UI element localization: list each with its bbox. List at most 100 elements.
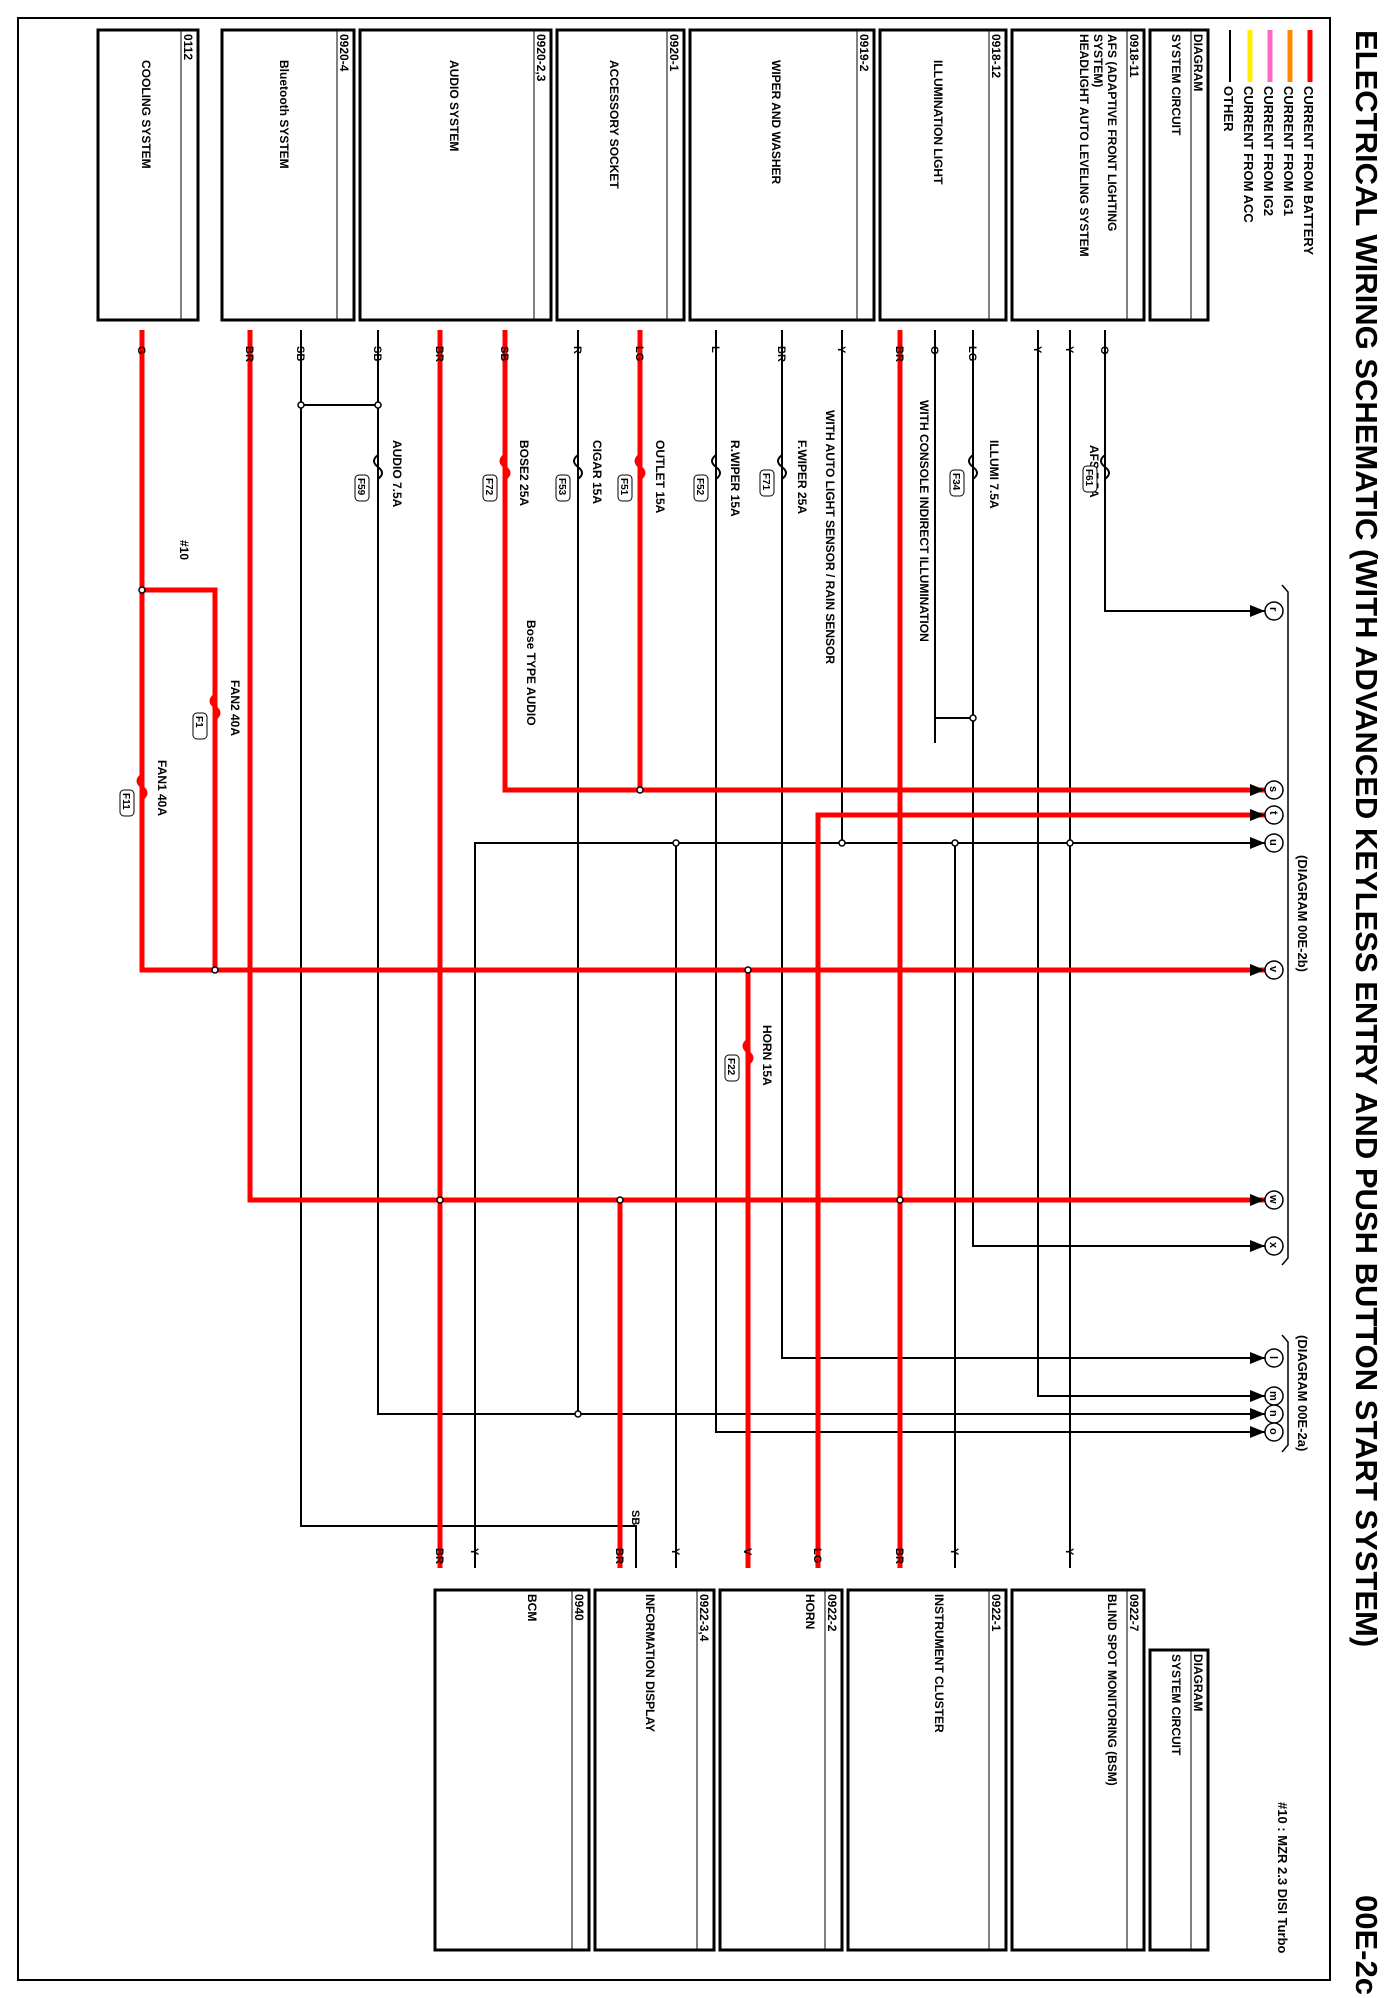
wire-y-afs-m (1037, 330, 1265, 1397)
left-box-afs-line1: AFS (ADAPTIVE FRONT LIGHTING (1105, 34, 1119, 231)
legend-label-ig2: CURRENT FROM IG2 (1261, 86, 1276, 216)
fuse-cigar: CIGAR 15A F53 (555, 440, 604, 504)
svg-text:BR: BR (433, 1548, 445, 1564)
svg-text:F53: F53 (556, 478, 567, 496)
svg-text:Y: Y (1063, 1548, 1075, 1556)
svg-text:F72: F72 (483, 478, 494, 496)
svg-text:SB: SB (629, 1510, 641, 1525)
right-box-horn: 0922-2 HORN (718, 1588, 844, 1952)
svg-text:LG: LG (811, 1548, 823, 1563)
left-box-wiper: 0919-2 WIPER AND WASHER (688, 28, 876, 322)
svg-text:0920-1: 0920-1 (667, 34, 681, 72)
group-label-2b: (DIAGRAM 00E-2b) (1295, 855, 1310, 972)
connector-r: r (1250, 601, 1284, 621)
svg-text:F71: F71 (760, 473, 771, 491)
svg-text:F34: F34 (950, 473, 961, 491)
connector-brackets (1281, 584, 1289, 1453)
svg-text:0922-1: 0922-1 (989, 1594, 1003, 1632)
svg-text:v: v (1267, 966, 1279, 973)
svg-text:LG: LG (633, 346, 645, 361)
fuse-audio: AUDIO 7.5A F59 (354, 440, 404, 508)
svg-text:F52: F52 (694, 478, 705, 496)
connector-v: v (1250, 960, 1284, 980)
svg-text:SYSTEM CIRCUIT: SYSTEM CIRCUIT (1169, 34, 1183, 136)
svg-text:BOSE2 25A: BOSE2 25A (517, 440, 531, 506)
svg-text:CIGAR 15A: CIGAR 15A (590, 440, 604, 504)
wire-labels-left: O Y Y LG O BR Y BR L LG R SB BR SB SB BR… (135, 346, 1110, 362)
svg-text:m: m (1267, 1391, 1279, 1401)
svg-text:n: n (1267, 1410, 1279, 1417)
svg-text:t: t (1267, 811, 1279, 815)
right-box-system-circuit: DIAGRAM SYSTEM CIRCUIT (1148, 1648, 1210, 1952)
footnote: #10 : MZR 2.3 DISI Turbo (1275, 1802, 1290, 1954)
wire-lg-horn (815, 812, 1265, 1568)
note-turbo-ref: #10 (177, 540, 191, 560)
svg-text:BR: BR (775, 346, 787, 362)
wire-sb-bt (300, 330, 637, 1568)
legend: CURRENT FROM BATTERY CURRENT FROM IG1 CU… (1221, 30, 1316, 255)
svg-text:Y: Y (835, 346, 847, 354)
connector-l: l (1250, 1348, 1284, 1368)
left-box-bluetooth: 0920-4 Bluetooth SYSTEM (220, 28, 356, 322)
left-box-afs-line2: SYSTEM) (1091, 34, 1105, 87)
fuse-fan2: FAN2 40A F1 (192, 680, 242, 740)
svg-text:BR: BR (893, 1548, 905, 1564)
svg-text:0922-3,4: 0922-3,4 (697, 1594, 711, 1642)
svg-text:O: O (1098, 346, 1110, 355)
svg-text:O: O (928, 346, 940, 355)
right-boxes: DIAGRAM SYSTEM CIRCUIT 0922-7 BLIND SPOT… (433, 1588, 1210, 1952)
left-box-afs-line3: HEADLIGHT AUTO LEVELING SYSTEM (1077, 34, 1091, 257)
fuse-illumi: ILLUMI 7.5A F34 (949, 440, 1001, 509)
wire-sb-bose (502, 330, 640, 793)
svg-text:Y: Y (669, 1548, 681, 1556)
svg-text:F11: F11 (120, 793, 131, 810)
svg-text:F22: F22 (725, 1058, 736, 1076)
left-boxes: DIAGRAM SYSTEM CIRCUIT 0918-11 AFS (ADAP… (96, 28, 1210, 322)
svg-text:u: u (1267, 839, 1279, 846)
connector-m: m (1250, 1386, 1284, 1406)
red-wires (139, 330, 1265, 1568)
svg-text:BR: BR (893, 346, 905, 362)
svg-text:FAN1 40A: FAN1 40A (155, 760, 169, 816)
wire-l-rwiper (715, 330, 1265, 1433)
connector-o: o (1250, 1422, 1284, 1442)
svg-text:w: w (1267, 1194, 1279, 1204)
left-box-illumination: 0918-12 ILLUMINATION LIGHT (878, 28, 1008, 322)
svg-text:0919-2: 0919-2 (857, 34, 871, 72)
note-bose: Bose TYPE AUDIO (524, 620, 538, 726)
svg-text:ILLUMINATION LIGHT: ILLUMINATION LIGHT (931, 60, 945, 185)
legend-label-battery: CURRENT FROM BATTERY (1301, 86, 1316, 255)
right-box-instrument-cluster: 0922-1 INSTRUMENT CLUSTER (846, 1588, 1008, 1952)
svg-text:r: r (1267, 607, 1279, 612)
svg-text:F51: F51 (618, 478, 629, 496)
svg-text:0940: 0940 (572, 1594, 586, 1621)
svg-text:INSTRUMENT CLUSTER: INSTRUMENT CLUSTER (932, 1594, 946, 1733)
svg-text:BR: BR (433, 346, 445, 362)
connector-x: x (1250, 1236, 1284, 1256)
svg-text:OUTLET 15A: OUTLET 15A (653, 440, 667, 514)
svg-text:ILLUMI 7.5A: ILLUMI 7.5A (987, 440, 1001, 509)
svg-text:BR: BR (613, 1548, 625, 1564)
wire-fan2 (142, 587, 218, 970)
page-title: ELECTRICAL WIRING SCHEMATIC (WITH ADVANC… (1349, 30, 1384, 1647)
fuse-afs: AFS 7.5A F61 (1082, 445, 1110, 498)
fuse-fwiper: F.WIPER 25A F71 (759, 440, 809, 514)
connector-u: u (1250, 833, 1284, 853)
svg-text:F.WIPER 25A: F.WIPER 25A (795, 440, 809, 514)
svg-text:Y: Y (948, 1548, 960, 1556)
left-box-audio: 0920-2,3 AUDIO SYSTEM (358, 28, 553, 322)
svg-text:F1: F1 (193, 716, 204, 728)
svg-text:x: x (1267, 1242, 1279, 1249)
connectors: r s t u v w x l m n o (1250, 601, 1284, 1442)
wire-o-afs (1104, 330, 1265, 612)
svg-text:R: R (571, 346, 583, 354)
legend-label-ig1: CURRENT FROM IG1 (1281, 86, 1296, 216)
right-box-info-display: 0922-3,4 INFORMATION DISPLAY (593, 1588, 716, 1952)
notes: WITH CONSOLE INDIRECT ILLUMINATION WITH … (177, 400, 931, 726)
group-label-2a: (DIAGRAM 00E-2a) (1295, 1335, 1310, 1451)
svg-text:LG: LG (966, 346, 978, 361)
svg-text:DIAGRAM: DIAGRAM (1191, 1654, 1205, 1711)
svg-text:l: l (1267, 1356, 1279, 1359)
svg-text:F61: F61 (1083, 469, 1094, 487)
